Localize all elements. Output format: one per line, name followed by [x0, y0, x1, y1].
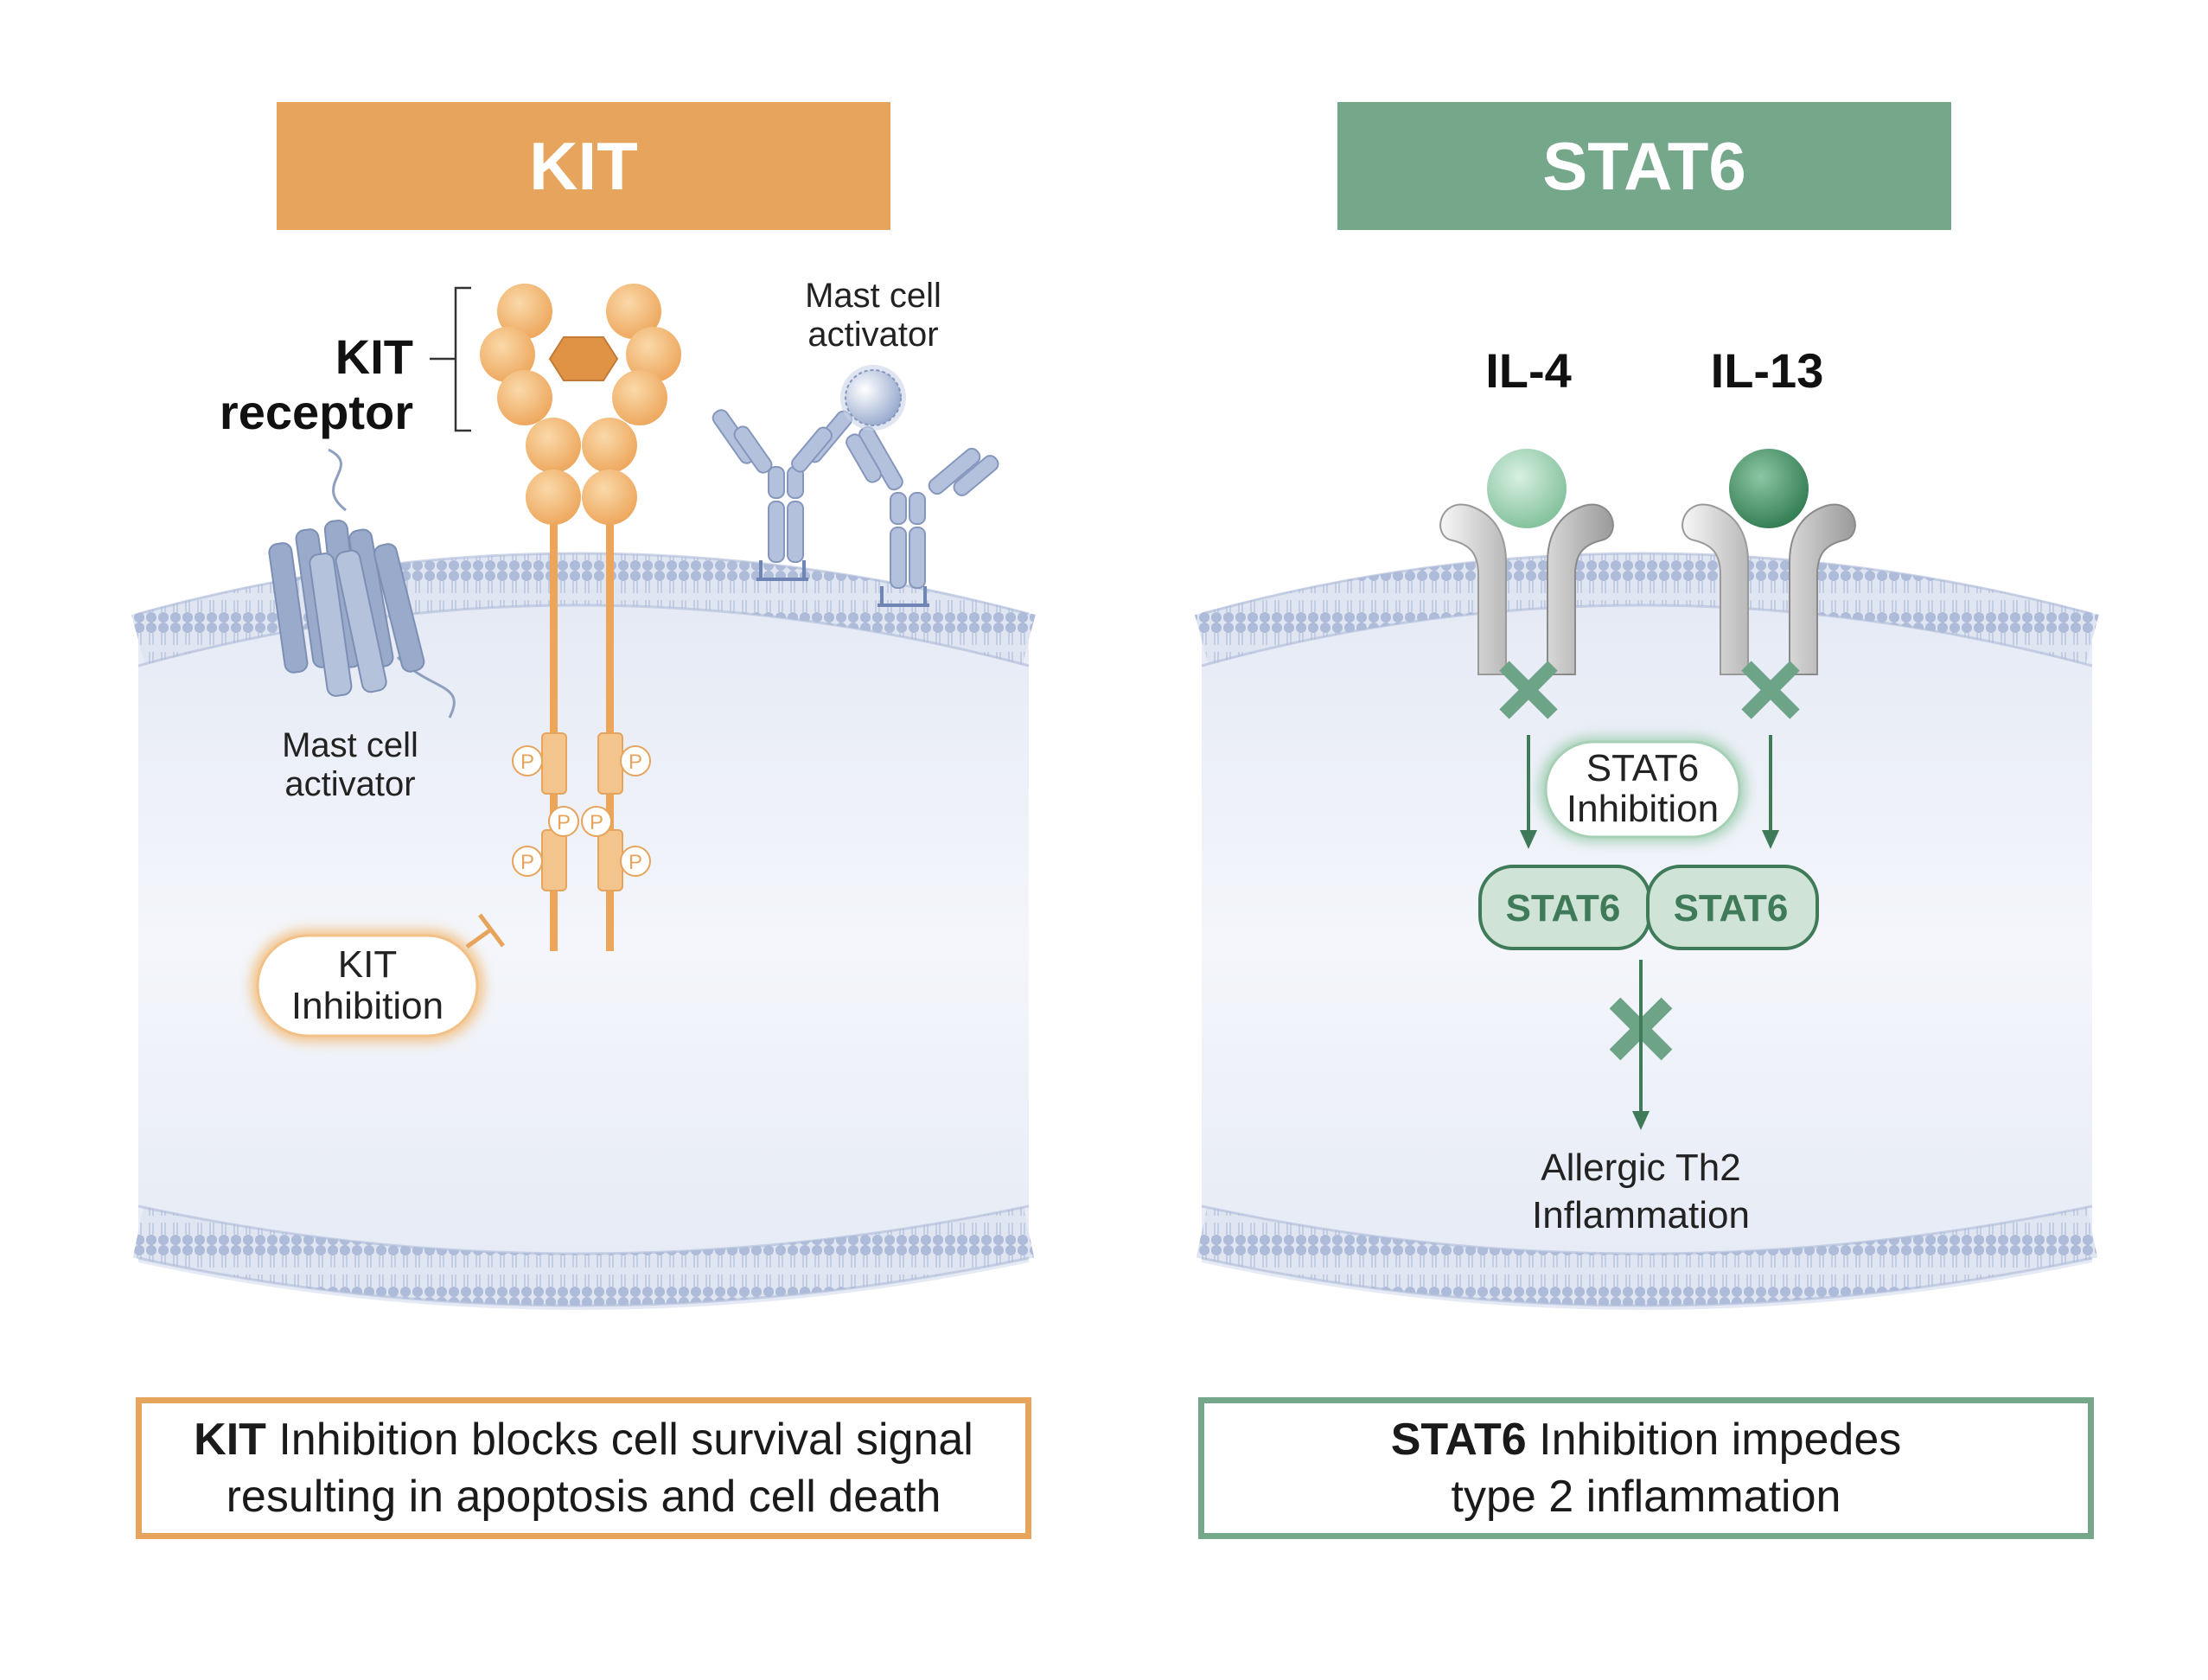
stat6-caption-bold: STAT6	[1390, 1415, 1527, 1465]
kit-caption-text: KIT Inhibition blocks cell survival sign…	[194, 1411, 973, 1525]
phospho-label: P	[520, 751, 534, 774]
kit-caption-box: KIT Inhibition blocks cell survival sign…	[136, 1397, 1031, 1539]
kit-cell	[131, 552, 1036, 1310]
block-x-icon	[1499, 661, 1558, 719]
stat6-cell	[1194, 552, 2099, 1310]
mast-activator-left-line2: activator	[284, 765, 415, 803]
phospho-label: P	[557, 811, 571, 834]
antibody-icon	[712, 409, 999, 607]
stat6-banner: STAT6	[1337, 102, 1951, 230]
activator-particle-icon	[840, 365, 906, 431]
kit-caption-bold: KIT	[194, 1415, 266, 1465]
kit-receptor	[480, 284, 681, 951]
stat6-caption-box: STAT6 Inhibition impedes type 2 inflamma…	[1198, 1397, 2094, 1539]
block-x-icon	[1741, 661, 1800, 719]
mast-activator-top-line1: Mast cell	[805, 277, 941, 315]
stat6-dimer-right-label: STAT6	[1674, 887, 1789, 929]
kit-cell-body	[138, 579, 1029, 1310]
kit-receptor-label-line1: KIT	[335, 329, 413, 384]
phospho-label: P	[590, 811, 603, 834]
mast-activator-left-line1: Mast cell	[282, 726, 418, 764]
stat6-dimer-left-label: STAT6	[1506, 887, 1621, 929]
kit-receptor-label-line2: receptor	[220, 385, 413, 439]
outcome-line1: Allergic Th2	[1541, 1147, 1741, 1189]
il13-label: IL-13	[1711, 343, 1824, 398]
stat6-inhibition-pill	[1539, 737, 1746, 842]
kit-inhibition-pill	[251, 929, 484, 1042]
stat6-inhibition-line2: Inhibition	[1567, 788, 1719, 830]
phospho-label: P	[629, 751, 642, 774]
il4-label: IL-4	[1485, 343, 1572, 398]
stat6-bottom-membrane	[1196, 1206, 2098, 1306]
receptor-icon	[1439, 449, 1614, 675]
kit-inhibition-line2: Inhibition	[291, 985, 444, 1027]
receptor-icon	[1682, 449, 1856, 675]
il13-ligand	[1729, 449, 1809, 528]
kit-receptor-bracket	[430, 286, 471, 432]
phospho-label: P	[520, 851, 534, 874]
stat6-cell-body	[1202, 579, 2092, 1310]
kit-banner: KIT	[277, 102, 890, 230]
stat6-dimer	[1478, 865, 1819, 950]
arrow-icon	[1520, 735, 1779, 1130]
phospho-sites: P P P P P P	[512, 745, 651, 877]
kit-top-membrane	[131, 553, 1036, 665]
inhibit-bar-icon	[465, 913, 505, 949]
stat6-inhibition-line1: STAT6	[1586, 747, 1699, 789]
outcome-line2: Inflammation	[1532, 1194, 1750, 1236]
stat6-caption-line2: type 2 inflammation	[1451, 1472, 1841, 1522]
stat6-banner-title: STAT6	[1542, 127, 1746, 204]
il4-ligand	[1487, 449, 1567, 528]
stat6-caption-text: STAT6 Inhibition impedes type 2 inflamma…	[1391, 1411, 1902, 1525]
kit-bottom-membrane	[132, 1206, 1035, 1306]
kit-caption-line1: Inhibition blocks cell survival signal	[265, 1415, 973, 1465]
phospho-label: P	[629, 851, 642, 874]
mast-activator-top-line2: activator	[807, 316, 938, 354]
gpcr-icon	[268, 448, 456, 719]
kit-caption-line2: resulting in apoptosis and cell death	[226, 1472, 941, 1522]
stat6-top-membrane	[1194, 553, 2099, 665]
kit-inhibition-line1: KIT	[338, 943, 397, 986]
kit-banner-title: KIT	[529, 127, 638, 204]
stat6-caption-line1: Inhibition impedes	[1526, 1415, 1902, 1465]
